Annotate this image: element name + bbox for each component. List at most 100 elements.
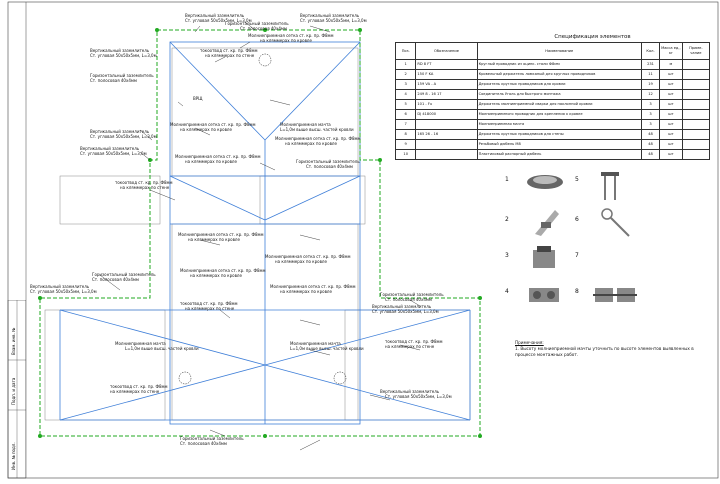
label-vert-left-3: Вертикальный заземлитель	[80, 146, 140, 151]
label-down-wall-4: токоотвод ст. кр. пр. Ф8мм	[385, 339, 443, 344]
spec-cell: 2	[394, 69, 417, 80]
spec-cell: 249 8 - 16 17	[415, 89, 478, 100]
spec-cell: 165 26 - 16	[415, 129, 478, 140]
label-horiz-top: Горизонтальный заземлитель	[225, 21, 289, 26]
label-mesh-roof-4: Молниеприемная сетка ст. кр. пр. Ф8мм	[175, 154, 261, 159]
label-mast-1-sub: L=1,0м выше высш. частей кровли	[280, 127, 354, 132]
side-stamp: Взам. инв. № Подп. и дата Инв. № подл.	[0, 299, 27, 480]
stamp-cell-3: Инв. № подл.	[11, 442, 16, 470]
spec-col-designation: Обозначение	[415, 42, 478, 60]
label-horiz-left-1: Горизонтальный заземлитель	[90, 73, 154, 78]
spec-cell: шт	[659, 139, 683, 150]
label-mast-3: Молниеприемная мачта	[115, 341, 166, 346]
label-down-wall-1: токоотвод ст. кр. пр. Ф8мм	[200, 48, 258, 53]
notes-title: Примечания:	[515, 340, 544, 345]
spec-cell: 3	[640, 119, 661, 130]
spec-cell	[415, 149, 478, 160]
conductor-coil-icon	[527, 175, 563, 189]
component-6: 6	[575, 206, 645, 242]
spec-cell: Держатель круглых проводников для стены	[476, 129, 642, 140]
roof-mesh	[59, 41, 471, 425]
spec-cell: 11	[640, 69, 661, 80]
spec-cell: м	[659, 59, 683, 70]
spec-cell: 8	[394, 129, 417, 140]
component-number: 1	[505, 176, 509, 183]
spec-cell: 1	[394, 59, 417, 70]
wall-holder-icon	[593, 288, 637, 302]
component-5: 5	[575, 170, 645, 206]
spec-cell: 6	[394, 109, 417, 120]
label-down-wall-1-sub: на кляммерах по стене	[205, 53, 255, 58]
label-vert-left-2: Вертикальный заземлитель	[90, 129, 150, 134]
label-down-wall-3-sub: на кляммерах по стене	[185, 306, 235, 311]
label-bp: ВРЩ	[193, 96, 203, 101]
label-mesh-roof-1: Молниеприемная сетка ст. кр. пр. Ф8мм	[248, 33, 334, 38]
component-7: 7	[575, 242, 645, 278]
spec-grid: Поз. Обозначение Наименование Кол. Масса…	[394, 42, 711, 160]
spec-col-pos: Поз.	[394, 42, 417, 60]
label-mesh-roof-7: Молниеприемная сетка ст. кр. пр. Ф8мм	[180, 268, 266, 273]
label-vert-left-2-sub: Ст. угловая 50х50х5мм, L=3,0м	[90, 134, 157, 139]
spec-cell: 150 F KA	[415, 69, 478, 80]
label-down-wall-2: токоотвод ст. кр. пр. Ф8мм	[115, 180, 173, 185]
spec-cell: Держатель молниеприемной сварки для накл…	[476, 99, 642, 110]
label-horiz-bottom-sub: Ст. полосовая 40х4мм	[180, 441, 227, 446]
label-vert-bottom-1: Вертикальный заземлитель	[372, 304, 432, 309]
mast-symbols	[178, 53, 347, 385]
label-mesh-roof-2-sub: на кляммерах по кровле	[180, 127, 232, 132]
leader-lines	[99, 21, 421, 451]
label-vert-bottom-1-sub: Ст. угловая 50х50х5мм, L=3,0м	[372, 309, 439, 314]
label-mesh-roof-6-sub: на кляммерах по кровле	[275, 259, 327, 264]
spec-cell: Круглый проводник из оцинк. стали Ф8мм	[476, 59, 642, 70]
spec-cell	[681, 119, 711, 130]
component-gallery: 1 2 3 4 5 6 7 8	[505, 170, 645, 310]
spec-cell: 9	[394, 139, 417, 150]
air-terminal-icon	[601, 208, 630, 237]
label-mesh-roof-4-sub: на кляммерах по кровле	[185, 159, 237, 164]
spec-cell: Держатель круглых проводников для кровли	[476, 79, 642, 90]
label-mesh-roof-7-sub: на кляммерах по кровле	[190, 273, 242, 278]
label-horiz-left-2-sub: Ст. полосовая 40х4мм	[92, 277, 139, 282]
spec-cell: шт	[659, 79, 683, 90]
spec-cell	[415, 139, 478, 150]
spec-cell: Молниеприемная мачта	[476, 119, 642, 130]
spec-cell	[681, 109, 711, 120]
component-number: 4	[505, 288, 509, 295]
spec-cell: 7	[394, 119, 417, 130]
stamp-cell-1: Взам. инв. №	[11, 328, 16, 355]
label-mesh-roof-1-sub: на кляммерах по кровле	[260, 38, 312, 43]
spec-cell: 3	[394, 79, 417, 90]
label-mesh-roof-3-sub: на кляммерах по кровле	[285, 141, 337, 146]
spec-cell: шт	[659, 149, 683, 160]
label-vert-right: Вертикальный заземлитель	[30, 284, 90, 289]
label-vert-right-sub: Ст. угловая 50х50х5мм, L=3,0м	[30, 289, 97, 294]
spec-cell	[681, 79, 711, 90]
rod-holder-icon	[601, 172, 619, 200]
spec-cell: 3	[640, 99, 661, 110]
spec-cell: 10	[394, 149, 417, 160]
spec-cell: шт	[659, 69, 683, 80]
spec-cell: шт	[659, 129, 683, 140]
ground-electrodes	[38, 28, 482, 438]
label-horiz-mid: Горизонтальный заземлитель	[296, 159, 360, 164]
label-down-wall-3: токоотвод ст. кр. пр. Ф8мм	[180, 301, 238, 306]
label-vert-top-right: Вертикальный заземлитель	[300, 13, 360, 18]
spec-cell: 159 VA - A	[415, 79, 478, 90]
spec-cell	[681, 89, 711, 100]
spec-header-row: Поз. Обозначение Наименование Кол. Масса…	[394, 42, 711, 60]
spec-cell: 19	[640, 79, 661, 90]
spec-col-name: Наименование	[476, 42, 642, 60]
spec-cell	[681, 59, 711, 70]
label-mesh-roof-6: Молниеприемная сетка ст. кр. пр. Ф8мм	[265, 254, 351, 259]
label-mesh-roof-8: Молниеприемная сетка ст. кр. пр. Ф8мм	[270, 284, 356, 289]
label-down-wall-2-sub: на кляммерах по стене	[120, 185, 170, 190]
